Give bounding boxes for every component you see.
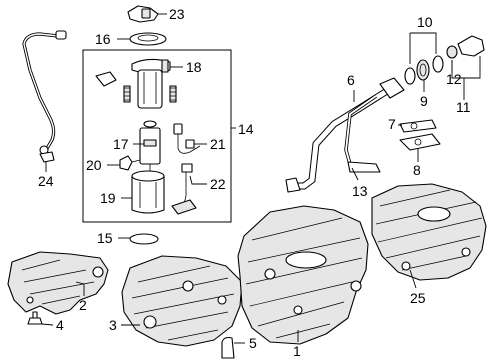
fuel-line-part (22, 30, 67, 163)
leader-line-13 (351, 167, 359, 181)
callout-7: 7 (388, 116, 396, 132)
callout-12: 12 (446, 71, 462, 87)
callout-18: 18 (186, 59, 202, 75)
level-sender-part (171, 163, 197, 215)
callout-10: 10 (417, 14, 433, 30)
callout-11: 11 (456, 99, 471, 115)
fitting-part (119, 155, 141, 171)
fuel-tank-part (237, 205, 369, 345)
callout-4: 4 (56, 317, 64, 333)
leader-line-2 (75, 281, 85, 296)
pump-cap-part (127, 5, 159, 23)
filler-pipe-part (285, 77, 405, 193)
callout-5: 5 (249, 335, 257, 351)
callout-16: 16 (95, 31, 111, 47)
callout-25: 25 (410, 290, 426, 306)
callout-13: 13 (352, 183, 368, 199)
heat-shield-left-part (7, 251, 109, 315)
tank-shield-right-part (371, 183, 487, 281)
callout-20: 20 (86, 157, 102, 173)
leader-line-11-branch-0 (464, 56, 481, 79)
callout-17: 17 (113, 136, 129, 152)
pump-module-part (95, 58, 177, 109)
tank-protector-part (121, 255, 243, 347)
callout-24: 24 (38, 173, 54, 189)
leader-line-22 (189, 175, 207, 185)
pump-assembly-frame (82, 49, 232, 223)
leader-line-25 (409, 269, 417, 289)
callout-1: 1 (293, 343, 301, 359)
callout-labels: 1234567891011121314151617181920212223242… (38, 6, 471, 359)
fuel-filter-part (131, 170, 165, 214)
callout-6: 6 (347, 72, 355, 88)
callout-14: 14 (238, 121, 254, 137)
leader-line-10-branch-0 (410, 32, 437, 54)
callout-15: 15 (97, 230, 113, 246)
retainer-ring-part (129, 32, 167, 46)
callout-2: 2 (79, 297, 87, 313)
leader-lines (41, 13, 481, 344)
callout-21: 21 (210, 136, 226, 152)
pump-body-part (139, 120, 161, 172)
pipe-bracket-parts (399, 119, 441, 151)
bracket-part (221, 336, 235, 359)
callout-9: 9 (420, 93, 428, 109)
leader-line-4 (41, 323, 54, 326)
callout-8: 8 (413, 162, 421, 178)
callout-19: 19 (100, 190, 116, 206)
callout-3: 3 (109, 317, 117, 333)
gasket-ring-part (129, 233, 159, 245)
callout-23: 23 (169, 6, 185, 22)
wiring-harness-part (173, 123, 201, 154)
filler-cap-parts (404, 35, 485, 85)
callout-22: 22 (210, 176, 226, 192)
bolt-part (27, 311, 43, 325)
